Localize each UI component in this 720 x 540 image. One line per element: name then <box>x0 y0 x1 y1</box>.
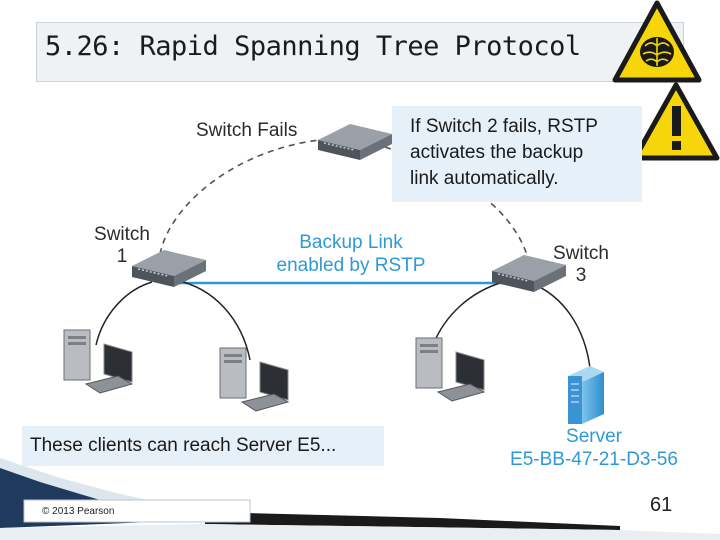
backup-link-label-line1: Backup Link <box>299 232 403 253</box>
switch-3-label-line2: 3 <box>575 265 587 286</box>
callout-line-2: activates the backup <box>410 142 584 163</box>
exclamation-warning-sign-icon <box>632 82 720 161</box>
callout-line-1: If Switch 2 fails, RSTP <box>410 116 598 137</box>
callout-line-3: link automatically. <box>410 168 559 189</box>
dashed-link-switch1-switch2 <box>159 139 321 255</box>
copyright-notice: © 2013 Pearson <box>42 506 115 517</box>
backup-link-label-line2: enabled by RSTP <box>276 255 426 276</box>
link-switch1-client-a <box>95 281 153 346</box>
switch-3-label-line1: Switch <box>553 243 609 264</box>
bottom-swoosh-decoration <box>0 458 720 540</box>
link-switch3-server <box>527 281 591 369</box>
client-computer-c <box>415 337 486 402</box>
switch-2-device <box>318 124 392 160</box>
switch-1-label-line1: Switch <box>94 224 150 245</box>
title-bar: 5.26: Rapid Spanning Tree Protocol <box>36 22 684 82</box>
callout-rstp-explanation: If Switch 2 fails, RSTP activates the ba… <box>392 106 642 202</box>
switch-3-label: Switch 3 <box>545 243 617 287</box>
page-number: 61 <box>650 494 673 516</box>
switch-3-device <box>492 255 566 292</box>
client-computer-a <box>63 329 134 394</box>
switch-1-label: Switch 1 <box>86 224 158 268</box>
link-switch1-client-b <box>174 279 251 361</box>
client-computer-b <box>219 347 290 412</box>
server-label-line1: Server <box>566 426 622 447</box>
brain-warning-sign-icon <box>612 0 702 83</box>
server-label: Server E5-BB-47-21-D3-56 <box>490 425 698 471</box>
link-switch3-client-c <box>432 281 504 346</box>
backup-link-label: Backup Link enabled by RSTP <box>256 231 446 277</box>
switch-1-device <box>132 250 206 287</box>
slide-title: 5.26: Rapid Spanning Tree Protocol <box>45 31 581 62</box>
server-label-line2: E5-BB-47-21-D3-56 <box>510 449 678 470</box>
server-device <box>568 366 604 424</box>
switch-1-label-line2: 1 <box>116 246 128 267</box>
switch-fails-label: Switch Fails <box>196 120 298 141</box>
callout-clients: These clients can reach Server E5... <box>22 426 384 466</box>
